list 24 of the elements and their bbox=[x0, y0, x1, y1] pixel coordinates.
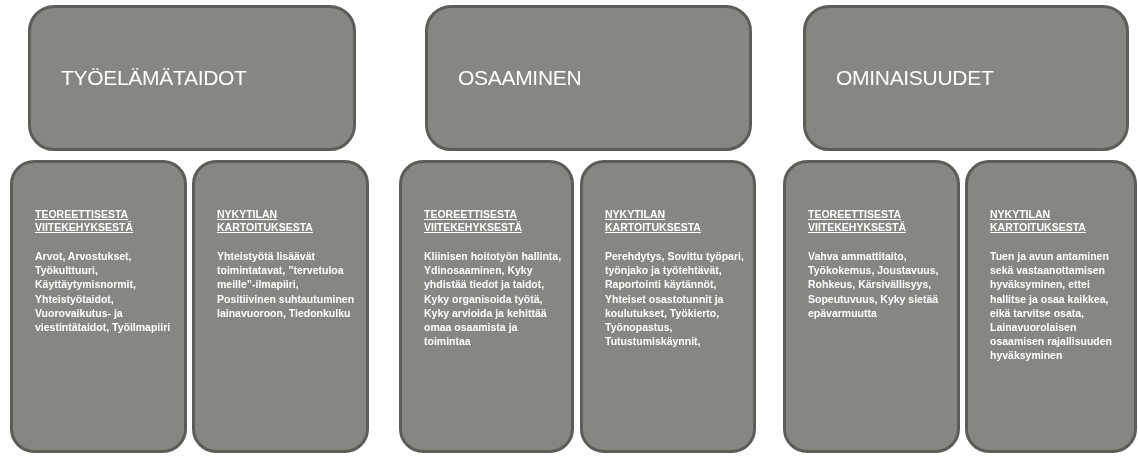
box-text: Kliinisen hoitotyön hallinta, Ydinosaaminen, Kyky yhdistää tiedot ja taidot, Kyky organisoida työtä, Kyky arvioida ja kehittää omaa osaamista ja toimintaa bbox=[424, 249, 563, 349]
box-text: Tuen ja avun antaminen sekä vastaanottamisen hyväksyminen, ettei hallitse ja osaa kaikkea, eikä tarvitse osata, Lainavuorolaisen osaamisen rajallisuuden hyväksyminen bbox=[990, 249, 1113, 363]
category-box bbox=[425, 5, 752, 151]
box-heading: NYKYTILAN KARTOITUKSESTA bbox=[605, 208, 702, 234]
box-heading: TEOREETTISESTA VIITEKEHYKSESTÄ bbox=[808, 208, 908, 234]
category-box bbox=[28, 5, 356, 151]
box-heading: NYKYTILAN KARTOITUKSESTA bbox=[217, 208, 314, 234]
category-title: TYÖELÄMÄTAIDOT bbox=[61, 65, 248, 91]
box-text: Arvot, Arvostukset, Työkulttuuri, Käyttäytymisnormit, Yhteistyötaidot, Vuorovaikutus- ja viestintätaidot, Työilmapiiri bbox=[35, 249, 172, 335]
content-box bbox=[580, 160, 756, 453]
content-box bbox=[192, 160, 369, 453]
box-heading: NYKYTILAN KARTOITUKSESTA bbox=[990, 208, 1087, 234]
box-text: Yhteistyötä lisäävät toimintatavat, ”tervetuloa meille”-ilmapiiri, Positiivinen suhtautuminen lainavuoroon, Tiedonkulku bbox=[217, 249, 356, 320]
content-box bbox=[10, 160, 187, 453]
box-text: Vahva ammattitaito, Työkokemus, Joustavuus, Rohkeus, Kärsivällisyys, Sopeutuvuus, Kyky sietää epävarmuutta bbox=[808, 249, 940, 320]
content-box bbox=[399, 160, 574, 453]
category-title: OSAAMINEN bbox=[458, 65, 583, 91]
box-text: Perehdytys, Sovittu työpari, työnjako ja työtehtävät, Raportointi käytännöt, Yhteiset osastotunnit ja koulutukset, Työkierto, Työnopastus, Tutustumiskäynnit, bbox=[605, 249, 745, 349]
category-box bbox=[803, 5, 1129, 151]
box-heading: TEOREETTISESTA VIITEKEHYKSESTÄ bbox=[424, 208, 524, 234]
category-title: OMINAISUUDET bbox=[836, 65, 995, 91]
content-box bbox=[783, 160, 960, 453]
box-heading: TEOREETTISESTA VIITEKEHYKSESTÄ bbox=[35, 208, 135, 234]
content-box bbox=[965, 160, 1137, 453]
